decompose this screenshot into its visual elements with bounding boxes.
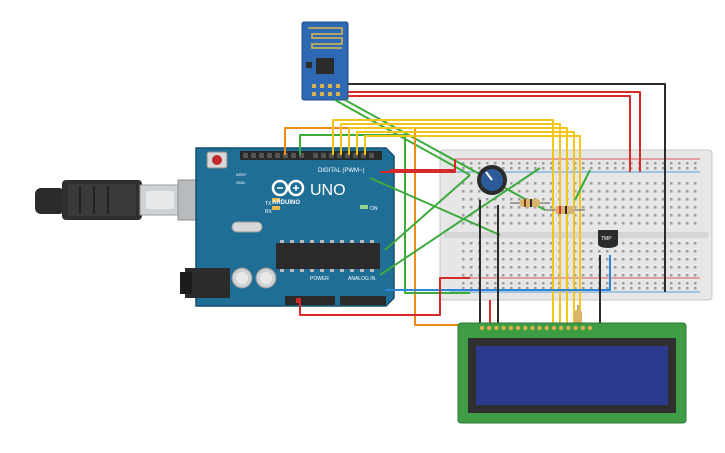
lcd-display <box>457 322 687 424</box>
wire-yellow-3 <box>348 127 568 325</box>
wire-yellow-2 <box>340 123 561 325</box>
wire-black-gnd-long <box>348 83 666 292</box>
esp01-wifi-module <box>301 21 349 101</box>
lcd-pin-header <box>479 325 593 331</box>
resistor-1 <box>510 199 550 207</box>
model-label: UNO <box>310 182 346 199</box>
wire-yellow-1 <box>332 119 554 325</box>
wire-red-vcc-1 <box>348 91 641 172</box>
atmega-chip <box>276 243 380 269</box>
digital-header <box>240 151 382 160</box>
wire-red-5v <box>299 277 470 316</box>
wire-green-esp-1 <box>334 99 471 176</box>
lcd-screen <box>476 346 668 405</box>
brand-label: ARDUINO <box>272 200 300 206</box>
resistor-2 <box>545 206 585 214</box>
arduino-uno-board: DIGITAL (PWM~) TX RX ON AREF GND ARDUINO… <box>180 147 395 307</box>
wire-yellow-5 <box>364 135 581 325</box>
wire-yellow-4 <box>356 131 575 325</box>
tx-label: TX <box>265 201 272 207</box>
usb-cable <box>35 179 211 221</box>
power-label: POWER <box>310 276 329 282</box>
arduino-logo-icon <box>271 179 305 197</box>
digital-label: DIGITAL (PWM~) <box>318 168 365 174</box>
potentiometer-knob[interactable] <box>477 165 507 195</box>
rx-label: RX <box>265 209 273 215</box>
wire-blue <box>385 255 611 291</box>
wire-green-diag-3 <box>379 167 541 276</box>
power-header <box>285 296 335 305</box>
sensor-label: TMP <box>601 236 612 242</box>
wire-green-esp-2 <box>344 99 546 211</box>
power-jack <box>185 268 230 298</box>
aref-label: AREF <box>236 172 247 177</box>
wire-green-diag-4 <box>574 169 591 201</box>
wire-red-rail <box>380 160 456 173</box>
wires <box>284 83 666 326</box>
wire-green-diag-2 <box>384 174 471 251</box>
gnd-label: GND <box>236 180 245 185</box>
wire-red-vcc-2 <box>348 95 631 172</box>
temperature-sensor: TMP <box>598 230 618 248</box>
on-label: ON <box>370 206 378 212</box>
analog-label: ANALOG IN <box>348 276 376 282</box>
analog-header <box>340 296 386 305</box>
